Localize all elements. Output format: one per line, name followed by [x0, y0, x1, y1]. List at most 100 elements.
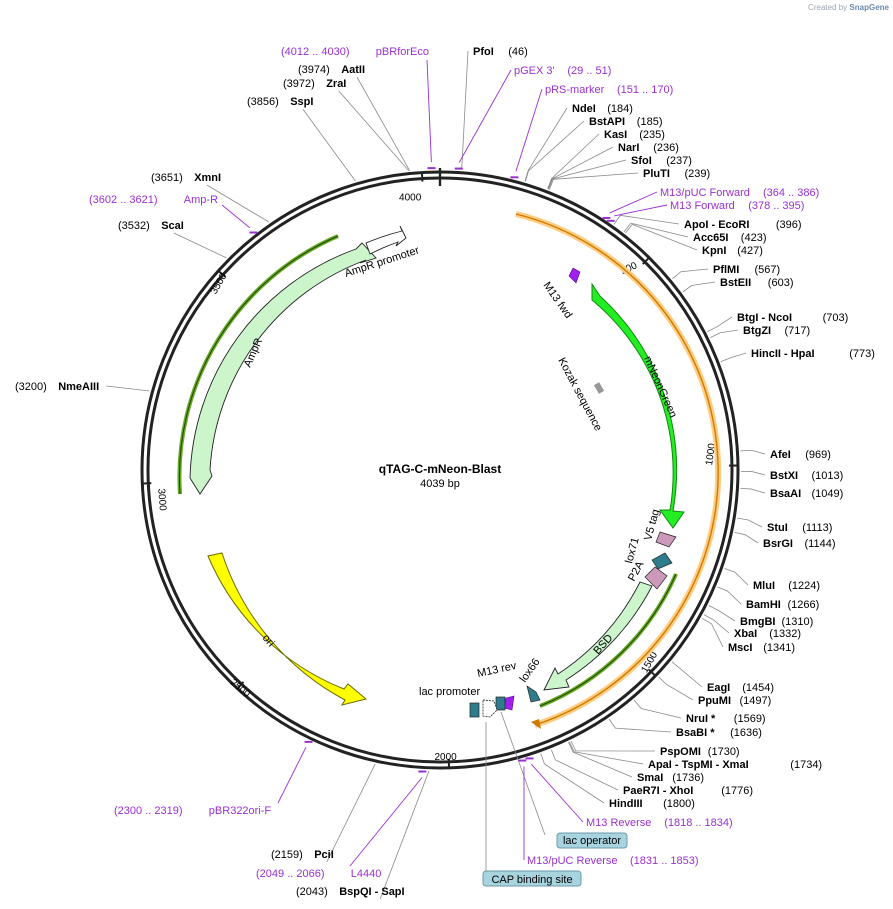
- enzyme-position: (1454): [742, 682, 774, 694]
- ampr-orf-line: [178, 235, 339, 495]
- enzyme-position: (773): [849, 348, 875, 360]
- enzyme-name[interactable]: EagI: [707, 682, 730, 694]
- primer-name[interactable]: L4440: [351, 868, 382, 880]
- feature-lox66[interactable]: [526, 685, 541, 703]
- primer-range: (4012 .. 4030): [281, 46, 350, 58]
- primer-name[interactable]: pGEX 3': [514, 65, 555, 77]
- enzyme-name[interactable]: BtgI - NcoI: [737, 312, 792, 324]
- orf-arc-mneon-line: [515, 213, 719, 726]
- enzyme-position: (1144): [805, 538, 836, 550]
- enzyme-name[interactable]: ZraI: [326, 78, 346, 90]
- bsd-orf-line: [539, 573, 677, 707]
- primer-name[interactable]: M13 Reverse: [586, 817, 651, 829]
- enzyme-name[interactable]: PluTI: [643, 168, 670, 180]
- cap-binding-site-box[interactable]: [482, 870, 582, 887]
- enzyme-name[interactable]: MluI: [753, 580, 775, 592]
- tick-label: 3000: [155, 488, 168, 511]
- label-m13-fwd: M13 fwd: [541, 280, 575, 321]
- primer-name[interactable]: M13/pUC Forward: [660, 187, 750, 199]
- feature-mneongreen[interactable]: [591, 282, 685, 529]
- enzyme-name[interactable]: NdeI: [572, 103, 596, 115]
- feature-bsd[interactable]: [543, 581, 653, 691]
- enzyme-name[interactable]: XbaI: [734, 628, 757, 640]
- enzyme-name[interactable]: KasI: [604, 129, 627, 141]
- enzyme-name[interactable]: AatII: [341, 64, 365, 76]
- feature-p2a[interactable]: [644, 566, 668, 590]
- enzyme-name[interactable]: ApaI - TspMI - XmaI: [648, 759, 749, 771]
- enzyme-name[interactable]: BsrGI: [763, 538, 793, 550]
- feature-lox71[interactable]: [651, 552, 673, 570]
- enzyme-name[interactable]: NruI *: [686, 713, 716, 725]
- enzyme-name[interactable]: PpuMI: [698, 695, 731, 707]
- primer-name[interactable]: pRS-marker: [545, 84, 605, 96]
- enzyme-leader: [568, 742, 633, 778]
- feature-v5-tag[interactable]: [655, 531, 677, 548]
- enzyme-name[interactable]: BstAPI: [589, 116, 625, 128]
- primer-name[interactable]: M13/pUC Reverse: [527, 855, 617, 867]
- enzyme-name[interactable]: HindIII: [609, 798, 643, 810]
- enzyme-name[interactable]: MscI: [728, 642, 752, 654]
- enzyme-name[interactable]: SfoI: [631, 155, 652, 167]
- enzyme-name[interactable]: BspQI - SapI: [339, 886, 404, 898]
- enzyme-name[interactable]: NarI: [618, 142, 639, 154]
- enzyme-position: (3856): [247, 96, 279, 108]
- enzyme-position: (423): [741, 232, 767, 244]
- primer-leader: [530, 763, 584, 823]
- feature-m13-rev[interactable]: [503, 695, 515, 711]
- primer-range: (1818 .. 1834): [664, 817, 733, 829]
- enzyme-name[interactable]: PaeR7I - XhoI: [623, 785, 693, 797]
- enzyme-name[interactable]: NmeAIII: [58, 381, 99, 393]
- enzyme-name[interactable]: ApoI - EcoRI: [684, 219, 749, 231]
- primer-name[interactable]: pBR322ori-F: [209, 805, 272, 817]
- enzyme-name[interactable]: PflMI: [713, 264, 739, 276]
- lac-operator-box[interactable]: [556, 832, 628, 849]
- feature-lac-operator[interactable]: [495, 696, 506, 711]
- enzyme-name[interactable]: PciI: [314, 849, 334, 861]
- enzyme-leader: [708, 605, 736, 622]
- enzyme-leader: [720, 352, 747, 363]
- tick-label: 2000: [434, 752, 457, 763]
- primer-leader: [609, 191, 658, 214]
- enzyme-name[interactable]: Acc65I: [693, 232, 728, 244]
- enzyme-position: (185): [637, 116, 663, 128]
- enzyme-name[interactable]: StuI: [767, 522, 788, 534]
- enzyme-name[interactable]: HincII - HpaI: [751, 348, 815, 360]
- feature-ori[interactable]: [207, 552, 368, 706]
- enzyme-name[interactable]: SmaI: [637, 772, 663, 784]
- enzyme-name[interactable]: BamHI: [746, 599, 781, 611]
- primer-name[interactable]: pBRforEco: [376, 46, 429, 58]
- primer-name[interactable]: Amp-R: [184, 194, 218, 206]
- enzyme-name[interactable]: ScaI: [161, 220, 184, 232]
- enzyme-name[interactable]: BstEII: [720, 277, 751, 289]
- enzyme-name[interactable]: AfeI: [770, 449, 791, 461]
- primer-name[interactable]: M13 Forward: [670, 200, 735, 212]
- enzyme-name[interactable]: BsaBI *: [676, 727, 715, 739]
- enzyme-name[interactable]: PfoI: [473, 46, 494, 58]
- tick-label: 3500: [209, 271, 230, 296]
- enzyme-position: (1113): [802, 522, 832, 534]
- enzyme-name[interactable]: KpnI: [702, 245, 726, 257]
- feature-m13-fwd[interactable]: [568, 267, 581, 284]
- primer-leader: [613, 204, 668, 217]
- enzyme-name[interactable]: BtgZI: [743, 325, 771, 337]
- enzyme-position: (1049): [812, 488, 844, 500]
- feature-ampr-promoter[interactable]: [365, 225, 407, 255]
- enzyme-name[interactable]: PspOMI: [660, 746, 701, 758]
- feature-lac-promoter[interactable]: [482, 699, 498, 718]
- enzyme-name[interactable]: XmnI: [194, 172, 221, 184]
- tick-mark: [216, 269, 226, 278]
- enzyme-leader: [106, 385, 150, 392]
- enzyme-leader: [379, 770, 430, 900]
- enzyme-leader: [633, 699, 682, 719]
- feature-ampr[interactable]: [189, 242, 377, 495]
- enzyme-name[interactable]: SspI: [290, 96, 313, 108]
- feature-kozak-sequence[interactable]: [593, 382, 605, 394]
- enzyme-leader: [570, 740, 656, 752]
- enzyme-leader: [724, 568, 749, 586]
- enzyme-name[interactable]: BsaAI: [770, 488, 801, 500]
- feature-cap-binding-site[interactable]: [469, 702, 480, 718]
- enzyme-name[interactable]: BstXI: [770, 470, 798, 482]
- primer-range: (151 .. 170): [617, 84, 673, 96]
- enzyme-name[interactable]: BmgBI: [740, 616, 775, 628]
